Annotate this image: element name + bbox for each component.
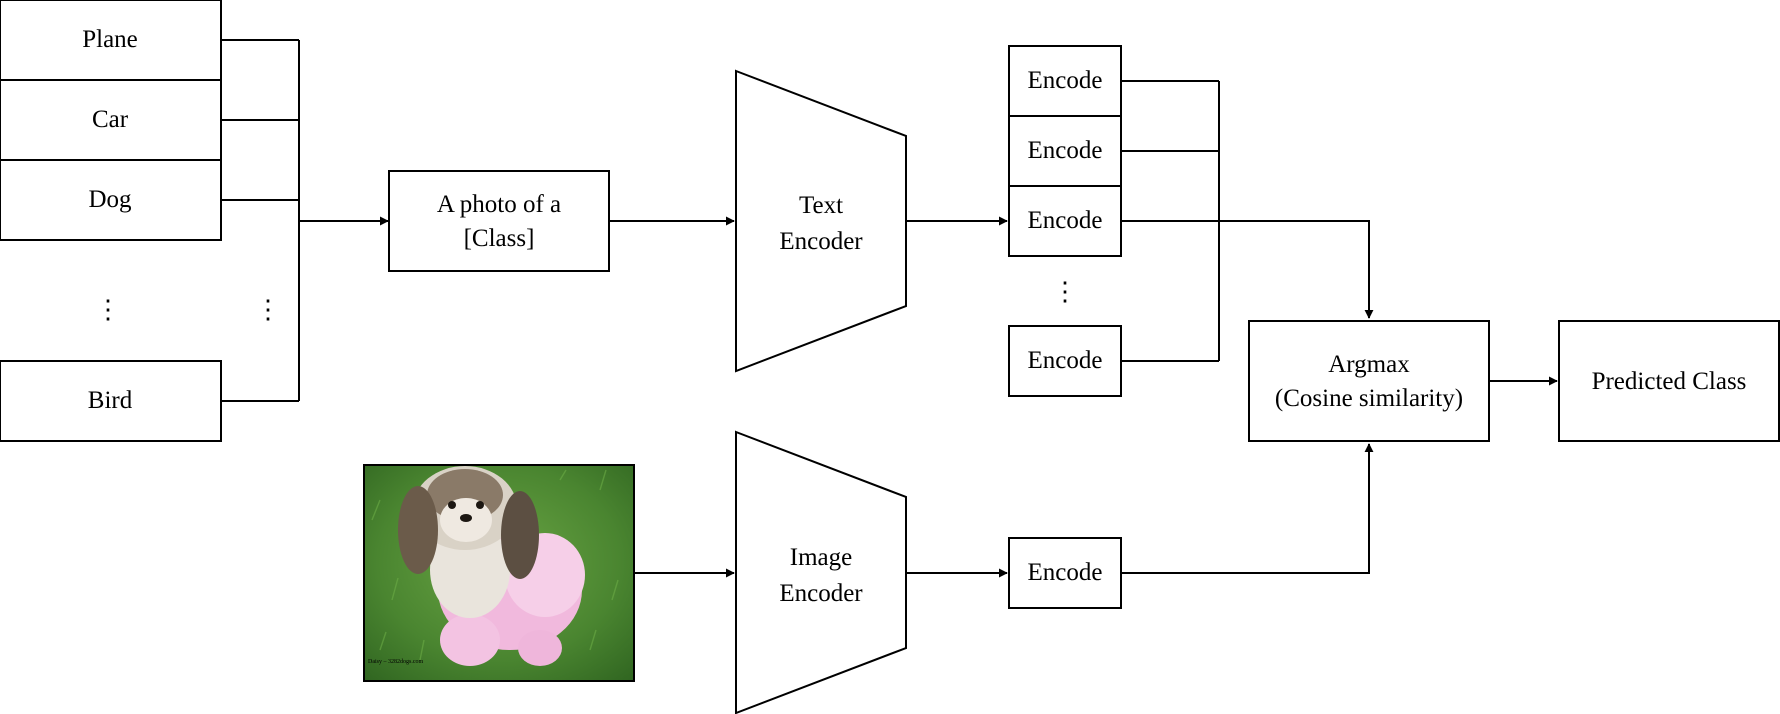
text-encode-box-1 (1008, 45, 1122, 117)
text-encode-label-4: Encode (1028, 347, 1103, 374)
dog-ear-left (398, 486, 438, 574)
dog-photo: Daisy – 3282dogs.com (363, 464, 635, 682)
text-encode-box-3 (1008, 185, 1122, 257)
prompt-box (388, 170, 610, 272)
class-label-dog: Dog (88, 186, 132, 213)
predicted-label: Predicted Class (1592, 368, 1747, 395)
dog-nose (460, 514, 472, 522)
prompt-line-2: [Class] (464, 225, 535, 252)
image-encode-label: Encode (1028, 559, 1103, 586)
text-encode-label-1: Encode (1028, 67, 1103, 94)
text-encoder: Text Encoder (735, 69, 907, 373)
image-encoder: Image Encoder (735, 430, 907, 714)
predicted-class: Predicted Class (1558, 320, 1780, 442)
text-encode-label-3: Encode (1028, 207, 1103, 234)
photo-watermark: Daisy – 3282dogs.com (368, 659, 423, 665)
image-encoder-line-1: Image (790, 544, 852, 571)
dog-eye-left (448, 501, 456, 509)
class-ellipsis: ⋮ (95, 295, 121, 324)
image-encoder-shape (735, 430, 907, 714)
argmax-line-2: (Cosine similarity) (1275, 385, 1463, 412)
image-encode-box (1008, 537, 1122, 609)
arrow-text-to-argmax (1121, 220, 1374, 319)
class-box-dog (0, 159, 222, 241)
image-encode: Encode (1008, 537, 1122, 609)
class-box-bird (0, 360, 222, 442)
class-label-car: Car (92, 106, 129, 133)
prompt-template: A photo of a [Class] (388, 170, 610, 272)
argmax-box (1248, 320, 1490, 442)
class-label-plane: Plane (82, 26, 138, 53)
encode-ellipsis: ⋮ (1052, 277, 1078, 306)
text-encoder-shape (735, 69, 907, 373)
text-encoder-line-1: Text (799, 192, 843, 219)
class-bracket-ellipsis: ⋮ (255, 295, 281, 324)
argmax: Argmax (Cosine similarity) (1248, 320, 1490, 442)
dog-eye-right (476, 501, 484, 509)
class-bracket (221, 39, 389, 402)
predicted-box (1558, 320, 1780, 442)
argmax-line-1: Argmax (1328, 351, 1410, 378)
prompt-line-1: A photo of a (437, 191, 561, 218)
class-list: Plane Car Dog Bird ⋮ ⋮ (0, 0, 281, 442)
text-encode-label-2: Encode (1028, 137, 1103, 164)
encode-bracket (1121, 80, 1374, 362)
text-encode-box-2 (1008, 115, 1122, 187)
text-encoder-line-2: Encoder (779, 228, 863, 255)
arrow-image-to-argmax (1121, 443, 1374, 574)
class-box-car (0, 79, 222, 161)
dog-ear-right (501, 491, 539, 579)
image-encoder-line-2: Encoder (779, 580, 863, 607)
grass-blades (371, 469, 619, 661)
text-encode-box-4 (1008, 325, 1122, 397)
class-label-bird: Bird (88, 387, 133, 414)
text-encode-stack: Encode Encode Encode ⋮ Encode (1008, 45, 1122, 397)
